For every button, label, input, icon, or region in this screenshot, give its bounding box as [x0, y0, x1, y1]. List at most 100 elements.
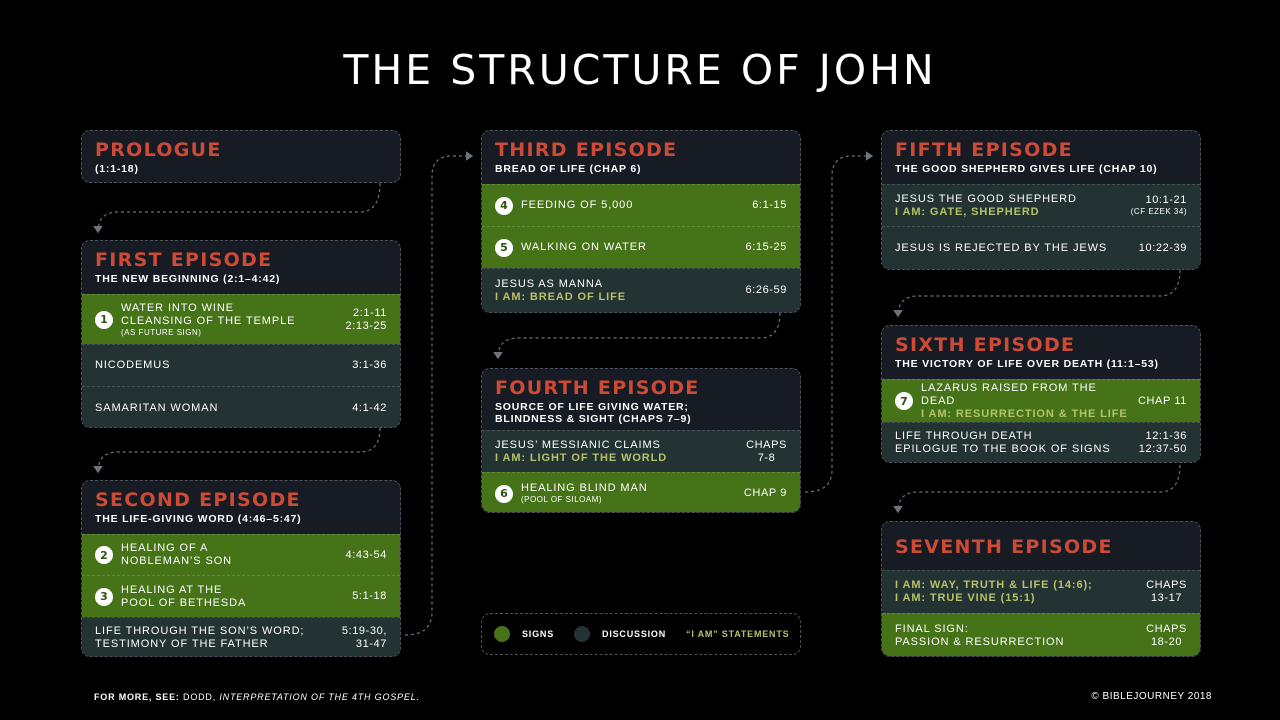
- row-label: HEALING AT THE POOL OF BETHESDA: [121, 583, 247, 609]
- legend-discussion: DISCUSSION: [602, 629, 667, 639]
- arrow-prologue-to-first: [93, 182, 381, 234]
- discussion-row: SAMARITAN WOMAN 4:1-42: [82, 386, 400, 427]
- row-label: SAMARITAN WOMAN: [95, 401, 219, 414]
- sign-number-badge: 3: [95, 587, 113, 606]
- row-note: (POOL OF SILOAM): [521, 495, 603, 504]
- row-reference: CHAP 9: [743, 487, 787, 499]
- sign-number-badge: 5: [495, 238, 513, 257]
- discussion-row: I AM: WAY, TRUTH & LIFE (14:6); I AM: TR…: [882, 570, 1200, 613]
- row-label: NICODEMUS: [95, 359, 171, 371]
- first-episode-card: FIRST EPISODE THE NEW BEGINNING (2:1–4:4…: [81, 240, 401, 428]
- legend-signs: SIGNS: [522, 629, 555, 639]
- fifth-episode-subtitle: THE GOOD SHEPHERD GIVES LIFE (CHAP 10): [895, 163, 1158, 175]
- row-reference: CHAPS 18-20: [1146, 623, 1187, 648]
- sign-number-badge: 4: [495, 196, 513, 215]
- row-note: (AS FUTURE SIGN): [121, 327, 202, 337]
- third-episode-subtitle: BREAD OF LIFE (CHAP 6): [495, 163, 642, 175]
- footer-prefix: FOR MORE, SEE:: [94, 692, 180, 702]
- i-am-statement: I AM: LIGHT OF THE WORLD: [495, 451, 668, 464]
- row-label: JESUS IS REJECTED BY THE JEWS: [895, 241, 1108, 254]
- i-am-statement: I AM: RESURRECTION & THE LIFE: [921, 407, 1128, 420]
- discussion-row: JESUS IS REJECTED BY THE JEWS 10:22-39: [882, 226, 1200, 269]
- row-reference: CHAPS 7-8: [746, 438, 787, 464]
- sixth-episode-title: SIXTH EPISODE: [895, 334, 1076, 356]
- row-reference: 3:1-36: [352, 359, 387, 371]
- seventh-episode-card: SEVENTH EPISODE I AM: WAY, TRUTH & LIFE …: [881, 521, 1201, 657]
- sign-row: 3 HEALING AT THE POOL OF BETHESDA 5:1-18: [82, 575, 400, 617]
- row-label: FEEDING OF 5,000: [521, 199, 634, 211]
- discussion-row: LIFE THROUGH THE SON’S WORD; TESTIMONY O…: [82, 617, 400, 656]
- sign-row: FINAL SIGN: PASSION & RESURRECTION CHAPS…: [882, 613, 1200, 656]
- i-am-statement: I AM: BREAD OF LIFE: [495, 290, 626, 303]
- row-reference: 4:1-42: [352, 401, 387, 414]
- i-am-statement: I AM: WAY, TRUTH & LIFE (14:6);: [895, 579, 1093, 591]
- sign-row: 7 LAZARUS RAISED FROM THE DEAD I AM: RES…: [882, 379, 1200, 422]
- arrow-fifth-to-sixth: [893, 269, 1181, 318]
- fourth-episode-card: FOURTH EPISODE SOURCE OF LIFE GIVING WAT…: [481, 368, 801, 513]
- discussion-row: JESUS AS MANNA I AM: BREAD OF LIFE 6:26-…: [482, 268, 800, 312]
- third-episode-title: THIRD EPISODE: [495, 139, 678, 161]
- row-reference: 12:1-36 12:37-50: [1138, 429, 1187, 455]
- sign-row: 4 FEEDING OF 5,000 6:1-15: [482, 184, 800, 226]
- row-reference: 5:19-30, 31-47: [341, 625, 387, 650]
- row-label: LAZARUS RAISED FROM THE DEAD: [921, 381, 1097, 407]
- row-label: JESUS THE GOOD SHEPHERD: [895, 192, 1077, 205]
- second-episode-card: SECOND EPISODE THE LIFE-GIVING WORD (4:4…: [81, 480, 401, 657]
- i-am-statement: I AM: GATE, SHEPHERD: [895, 205, 1040, 218]
- arrow-first-to-second: [93, 427, 381, 474]
- i-am-statement: I AM: TRUE VINE (15:1): [895, 592, 1036, 604]
- legend-i-am: “I AM” STATEMENTS: [686, 629, 790, 639]
- row-reference-note: (CF EZEK 34): [1130, 207, 1187, 216]
- discussion-swatch: [574, 626, 591, 642]
- legend: SIGNS DISCUSSION “I AM” STATEMENTS: [481, 613, 801, 655]
- discussion-row: LIFE THROUGH DEATH EPILOGUE TO THE BOOK …: [882, 422, 1200, 462]
- row-label: LIFE THROUGH THE SON’S WORD; TESTIMONY O…: [95, 625, 305, 650]
- fifth-episode-card: FIFTH EPISODE THE GOOD SHEPHERD GIVES LI…: [881, 130, 1201, 270]
- row-reference: 4:43-54: [345, 548, 387, 561]
- discussion-row: JESUS THE GOOD SHEPHERD I AM: GATE, SHEP…: [882, 184, 1200, 226]
- sign-number-badge: 6: [495, 484, 513, 503]
- second-episode-title: SECOND EPISODE: [95, 489, 301, 511]
- footer-author: DODD,: [183, 692, 217, 702]
- prologue-title: PROLOGUE: [95, 139, 222, 161]
- row-label: WALKING ON WATER: [521, 241, 647, 253]
- second-episode-subtitle: THE LIFE-GIVING WORD (4:46–5:47): [95, 513, 302, 525]
- sign-number-badge: 1: [95, 310, 113, 329]
- prologue-card: PROLOGUE (1:1-18): [81, 130, 401, 183]
- row-label: JESUS AS MANNA: [495, 277, 603, 290]
- page-title: THE STRUCTURE OF JOHN: [343, 46, 937, 94]
- row-reference: 2:1-11 2:13-25: [345, 306, 387, 332]
- row-label: HEALING BLIND MAN: [521, 482, 648, 494]
- sign-row: 6 HEALING BLIND MAN (POOL OF SILOAM) CHA…: [482, 472, 800, 512]
- seventh-episode-title: SEVENTH EPISODE: [895, 536, 1113, 558]
- row-reference: 6:26-59: [745, 284, 787, 296]
- arrow-fourth-to-fifth: [804, 151, 874, 493]
- fourth-episode-subtitle: SOURCE OF LIFE GIVING WATER; BLINDNESS &…: [495, 401, 692, 425]
- row-label: JESUS’ MESSIANIC CLAIMS: [495, 438, 661, 451]
- discussion-row: NICODEMUS 3:1-36: [82, 344, 400, 386]
- first-episode-subtitle: THE NEW BEGINNING (2:1–4:42): [95, 273, 281, 285]
- row-reference: 10:1-21: [1145, 194, 1187, 206]
- third-episode-card: THIRD EPISODE BREAD OF LIFE (CHAP 6) 4 F…: [481, 130, 801, 313]
- row-reference: 6:1-15: [752, 199, 787, 211]
- arrow-third-to-fourth: [493, 312, 781, 360]
- row-label: FINAL SIGN: PASSION & RESURRECTION: [895, 623, 1065, 648]
- row-label: HEALING OF A NOBLEMAN’S SON: [121, 542, 233, 567]
- sign-row: 1 WATER INTO WINE CLEANSING OF THE TEMPL…: [82, 294, 400, 344]
- footer-source: FOR MORE, SEE: DODD, INTERPRETATION OF T…: [94, 692, 420, 702]
- arrow-sixth-to-seventh: [893, 464, 1181, 514]
- sixth-episode-subtitle: THE VICTORY OF LIFE OVER DEATH (11:1–53): [895, 358, 1159, 370]
- prologue-ref: (1:1-18): [95, 163, 139, 175]
- footer-work: INTERPRETATION OF THE 4TH GOSPEL.: [219, 692, 420, 702]
- row-reference: 5:1-18: [352, 590, 387, 602]
- sign-number-badge: 7: [895, 392, 913, 410]
- row-reference: 6:15-25: [745, 241, 787, 253]
- fourth-episode-title: FOURTH EPISODE: [495, 377, 700, 399]
- footer-copyright: © BIBLEJOURNEY 2018: [1091, 691, 1212, 702]
- sign-row: 5 WALKING ON WATER 6:15-25: [482, 226, 800, 268]
- row-reference: CHAP 11: [1137, 394, 1187, 407]
- arrow-second-to-third: [404, 151, 474, 636]
- sixth-episode-card: SIXTH EPISODE THE VICTORY OF LIFE OVER D…: [881, 325, 1201, 463]
- sign-number-badge: 2: [95, 546, 113, 564]
- row-label: LIFE THROUGH DEATH EPILOGUE TO THE BOOK …: [895, 429, 1111, 455]
